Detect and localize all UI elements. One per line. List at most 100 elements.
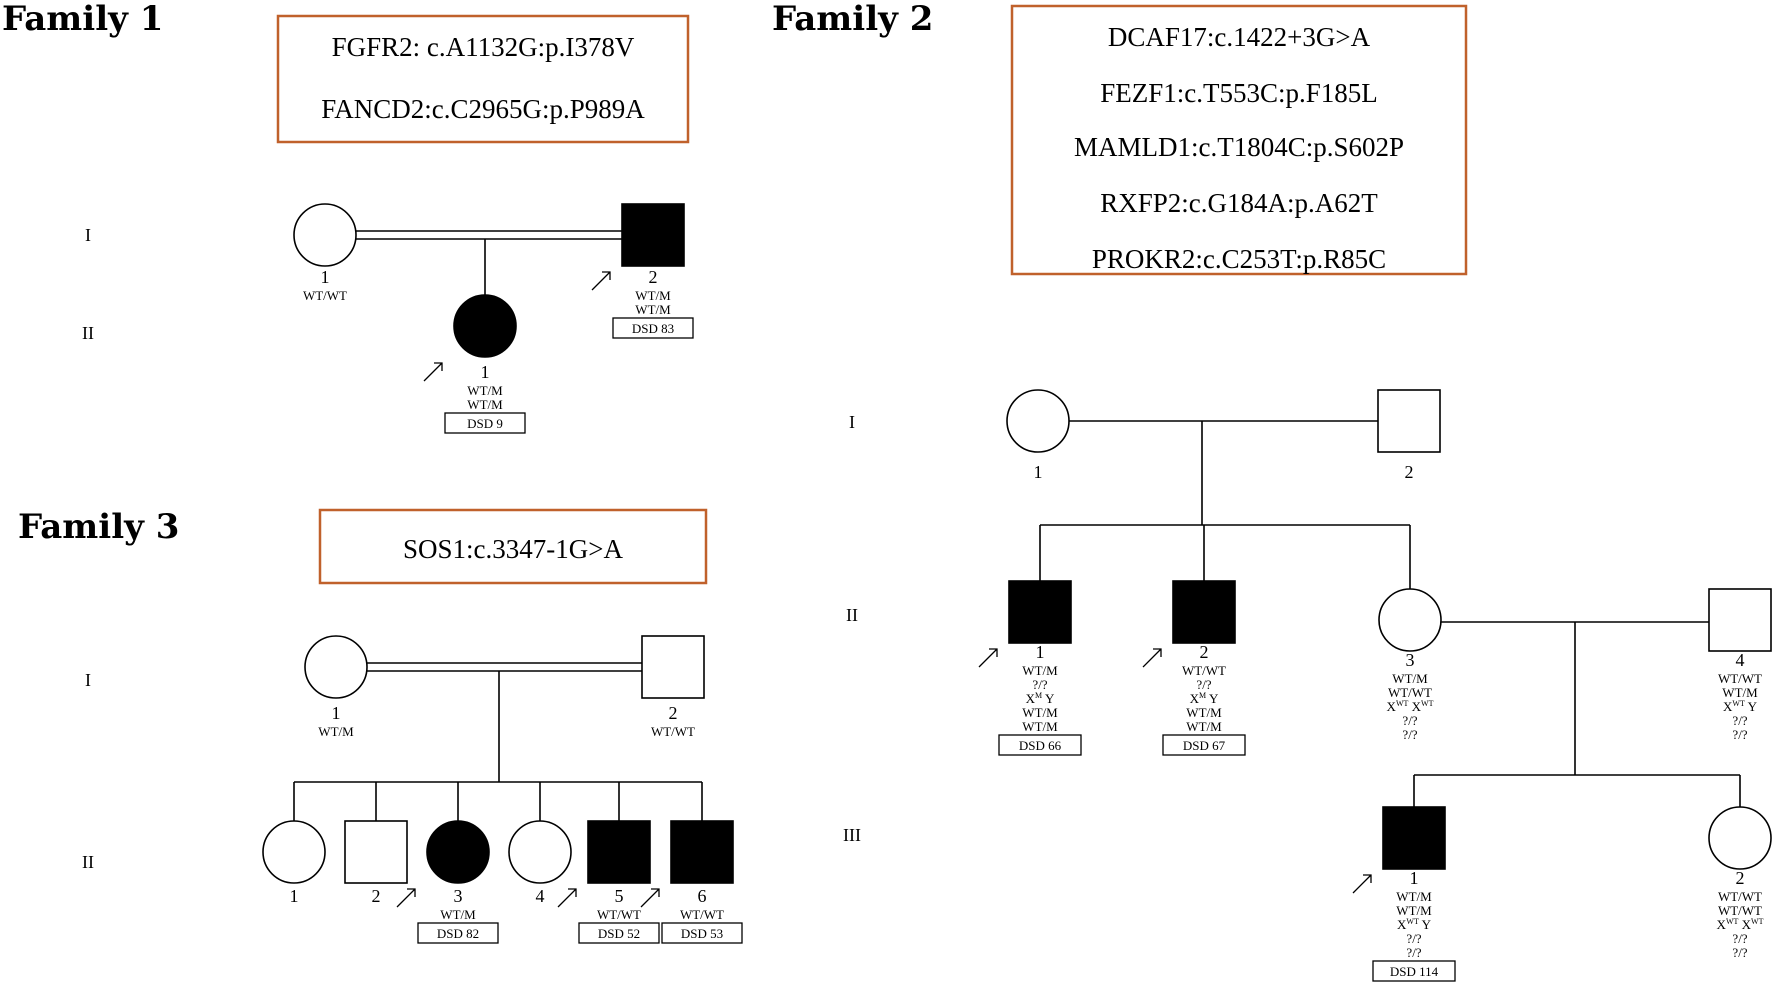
dsd-badge: DSD 52 xyxy=(598,926,640,941)
dsd-badge-box xyxy=(1162,734,1246,756)
genotype-label: WT/M xyxy=(1396,889,1432,904)
female-symbol xyxy=(1006,389,1070,453)
genotype-label: ?/? xyxy=(1406,931,1421,946)
genotype-label: WT/M xyxy=(467,383,503,398)
dsd-badge-box xyxy=(612,317,694,339)
variant-label: FEZF1:c.T553C:p.F185L xyxy=(1100,78,1378,108)
genotype-label: WT/M xyxy=(1022,719,1058,734)
individual-number: 1 xyxy=(321,267,330,287)
generation-label: I xyxy=(85,225,91,245)
genotype-label: ?/? xyxy=(1732,727,1747,742)
generation-label: III xyxy=(843,825,861,845)
female-symbol xyxy=(262,820,326,884)
variant-box xyxy=(276,14,690,144)
individual-number: 1 xyxy=(1036,642,1045,662)
variant-label: FGFR2: c.A1132G:p.I378V xyxy=(332,32,635,62)
genotype-label: XWT Y xyxy=(1723,699,1758,714)
genotype-label: WT/M xyxy=(1022,705,1058,720)
female-symbol xyxy=(508,820,572,884)
proband-arrow-icon xyxy=(640,888,660,908)
genotype-label: WT/WT xyxy=(1718,889,1762,904)
proband-arrow-icon xyxy=(423,362,443,382)
dsd-badge-box xyxy=(417,922,499,944)
genotype-label: ?/? xyxy=(1032,677,1047,692)
genotype-label: WT/WT xyxy=(680,907,724,922)
proband-arrow-icon xyxy=(1142,648,1162,668)
dsd-badge: DSD 82 xyxy=(437,926,479,941)
genotype-label: WT/M xyxy=(1022,663,1058,678)
variant-label: RXFP2:c.G184A:p.A62T xyxy=(1100,188,1378,218)
dsd-badge-box xyxy=(444,412,526,434)
individual-number: 6 xyxy=(698,886,707,906)
genotype-label: WT/M xyxy=(1186,719,1222,734)
male-symbol xyxy=(344,820,408,884)
male-symbol xyxy=(1377,389,1441,453)
individual-number: 3 xyxy=(1406,650,1415,670)
family-title: Family 3 xyxy=(18,507,179,547)
variant-label: SOS1:c.3347-1G>A xyxy=(403,534,623,564)
dsd-badge: DSD 114 xyxy=(1390,964,1439,979)
genotype-label: ?/? xyxy=(1732,931,1747,946)
individual-number: 2 xyxy=(669,703,678,723)
genotype-label: XM Y xyxy=(1190,691,1219,706)
male-symbol xyxy=(641,635,705,699)
pedigree-individual: 5WT/WT DSD 52 xyxy=(557,820,660,944)
genotype-label: WT/M xyxy=(635,288,671,303)
generation-label: I xyxy=(85,670,91,690)
genotype-label: WT/WT xyxy=(1388,685,1432,700)
pedigree-individual: 4 xyxy=(508,820,572,906)
generation-label: II xyxy=(846,605,858,625)
genotype-label: WT/WT xyxy=(1182,663,1226,678)
genotype-label: ?/? xyxy=(1732,713,1747,728)
genotype-label: WT/M xyxy=(1396,903,1432,918)
individual-number: 1 xyxy=(481,362,490,382)
pedigree-individual: 1WT/M xyxy=(304,635,368,739)
individual-number: 1 xyxy=(1410,868,1419,888)
genotype-label: ?/? xyxy=(1196,677,1211,692)
pedigree-individual: 1 xyxy=(1006,389,1070,482)
dsd-badge-box xyxy=(998,734,1082,756)
affected-male-symbol xyxy=(1172,580,1236,644)
genotype-label: ?/? xyxy=(1732,945,1747,960)
pedigree-individual: 2WT/WT xyxy=(641,635,705,739)
dsd-badge: DSD 67 xyxy=(1183,738,1226,753)
individual-number: 1 xyxy=(1034,462,1043,482)
affected-male-symbol xyxy=(670,820,734,884)
genotype-label: WT/WT xyxy=(1718,903,1762,918)
female-symbol xyxy=(304,635,368,699)
individual-number: 1 xyxy=(332,703,341,723)
genotype-label: WT/WT xyxy=(651,724,695,739)
genotype-label: WT/WT xyxy=(597,907,641,922)
genotype-label: XM Y xyxy=(1026,691,1055,706)
affected-female-symbol xyxy=(426,820,490,884)
genotype-label: WT/M xyxy=(440,907,476,922)
genotype-label: XWT Y xyxy=(1397,917,1432,932)
pedigree-individual: 6WT/WT DSD 53 xyxy=(640,820,743,944)
affected-male-symbol xyxy=(621,203,685,267)
individual-number: 5 xyxy=(615,886,624,906)
genotype-label: WT/WT xyxy=(303,288,347,303)
affected-female-symbol xyxy=(453,294,517,358)
genotype-label: WT/M xyxy=(318,724,354,739)
individual-number: 2 xyxy=(649,267,658,287)
proband-arrow-icon xyxy=(396,888,416,908)
family-title: Family 1 xyxy=(2,0,163,39)
individual-number: 4 xyxy=(1736,650,1745,670)
individual-number: 1 xyxy=(290,886,299,906)
dsd-badge: DSD 53 xyxy=(681,926,723,941)
proband-arrow-icon xyxy=(978,648,998,668)
genotype-label: WT/M xyxy=(1186,705,1222,720)
affected-male-symbol xyxy=(1382,806,1446,870)
genotype-label: ?/? xyxy=(1402,713,1417,728)
genotype-label: ?/? xyxy=(1402,727,1417,742)
